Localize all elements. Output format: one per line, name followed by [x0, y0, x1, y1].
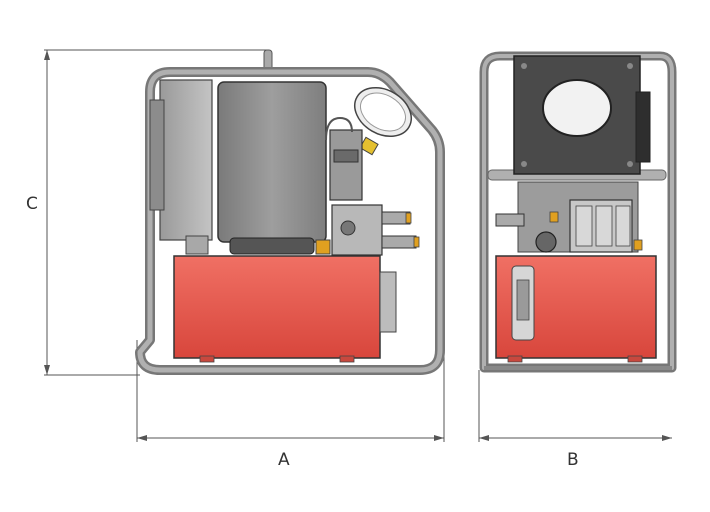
- motor: [217, 81, 327, 243]
- valve-block: [331, 204, 383, 256]
- dimension-b-label: B: [567, 450, 579, 470]
- pressure-gauge: [354, 87, 412, 137]
- dimension-a-label: A: [278, 450, 290, 470]
- front-view: [479, 51, 677, 373]
- side-view: [135, 49, 445, 375]
- dimension-arrows: [44, 50, 672, 441]
- reservoir: [173, 255, 381, 359]
- motor-window: [542, 79, 612, 137]
- dimension-c-label: C: [26, 194, 38, 214]
- electrical-box: [159, 79, 213, 241]
- solenoid-valve: [329, 129, 363, 201]
